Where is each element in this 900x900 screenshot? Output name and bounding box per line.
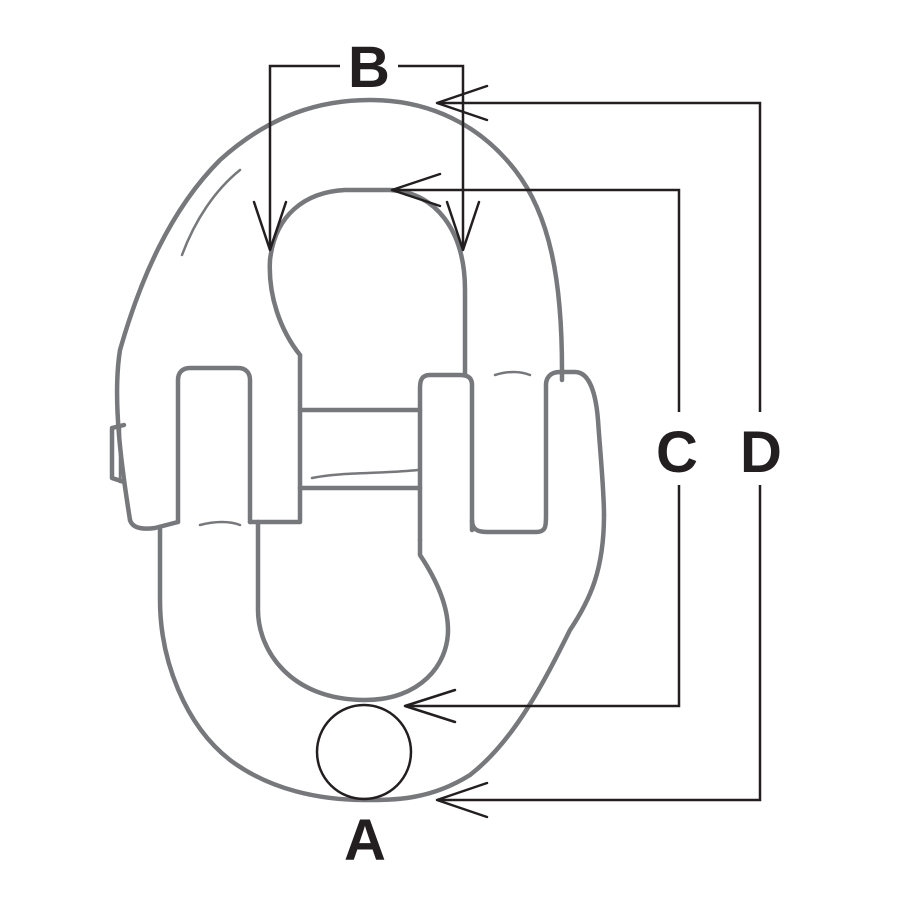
dimension-b-left-arrowhead — [252, 200, 288, 252]
lower-half-outer-outline — [157, 512, 607, 803]
pin-head-left — [109, 422, 127, 485]
dimension-c-bracket — [392, 188, 681, 708]
dimension-label-d: D — [740, 420, 782, 485]
upper-half-outer-outline — [114, 97, 565, 523]
lower-eye-opening — [255, 519, 451, 703]
dimension-c — [390, 172, 681, 724]
lower-right-prong — [417, 372, 475, 543]
seam-highlight-left — [198, 520, 242, 527]
seam-highlight-right — [493, 370, 532, 377]
dimension-b-right-arrowhead — [445, 200, 481, 252]
dimension-c-bottom-arrowhead — [403, 688, 457, 724]
dimension-c-top-arrowhead — [390, 172, 442, 208]
upper-left-inner-prong-wall — [247, 352, 303, 525]
upper-left-body-joint — [127, 517, 181, 531]
center-pin-bar — [297, 407, 423, 491]
center-pin-shadow — [310, 468, 420, 480]
dimension-label-c: C — [656, 420, 698, 485]
dimension-d-bottom-arrowhead — [435, 781, 489, 819]
cross-section-circle — [315, 703, 413, 801]
upper-eye-opening — [267, 187, 468, 378]
dimension-d-top-arrowhead — [435, 84, 489, 122]
lower-right-prong-inner — [469, 369, 607, 535]
dimension-label-a: A — [344, 808, 386, 873]
dimension-b-bracket — [268, 64, 465, 250]
dimension-b — [252, 64, 481, 252]
dimension-label-b: B — [348, 35, 390, 100]
connecting-link-drawing — [109, 97, 607, 803]
upper-left-prong — [175, 365, 253, 525]
dimension-d-bracket — [437, 101, 762, 802]
dimension-d — [435, 84, 762, 819]
upper-highlight-stroke — [180, 168, 242, 257]
